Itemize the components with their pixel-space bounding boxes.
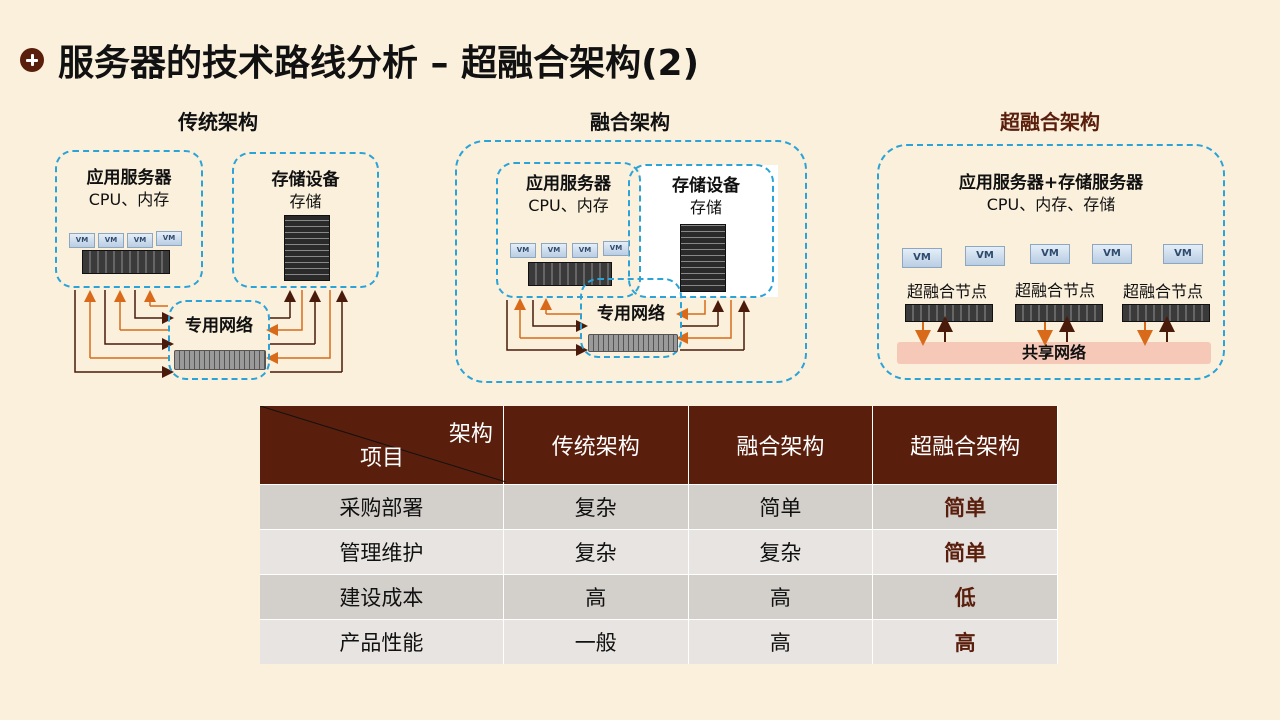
vm-icon: VM (1092, 244, 1132, 264)
row-item: 管理维护 (260, 529, 504, 575)
column-header: 超融合架构 (872, 406, 1058, 485)
traditional-storage-label: 存储设备 存储 (232, 170, 379, 212)
vm-icon: VM (541, 243, 567, 258)
converged-outer-box (455, 140, 807, 383)
traditional-storage-desc: 存储 (289, 192, 322, 211)
vm-icon: VM (127, 233, 153, 248)
converged-app-server-desc: CPU、内存 (528, 196, 609, 215)
hyper-converged-label: 应用服务器+存储服务器 CPU、内存、存储 (877, 173, 1225, 215)
converged-app-server-label: 应用服务器 CPU、内存 (496, 174, 641, 216)
cell: 高 (872, 619, 1058, 664)
table-row: 采购部署 复杂 简单 简单 (260, 484, 1058, 530)
corner-bottom-label: 项目 (360, 446, 405, 471)
cell: 简单 (688, 484, 874, 530)
hyper-node-label: 超融合节点 (1122, 282, 1203, 301)
cell: 复杂 (503, 529, 689, 575)
table-row: 建设成本 高 高 低 (260, 574, 1058, 620)
title-row: 服务器的技术路线分析 – 超融合架构(2) (20, 30, 699, 90)
plus-circle-icon (20, 48, 44, 72)
diagonal-line (260, 406, 506, 482)
table-row: 管理维护 复杂 复杂 简单 (260, 529, 1058, 575)
traditional-network-name: 专用网络 (185, 316, 253, 336)
converged-storage-box (628, 164, 774, 298)
converged-app-server-name: 应用服务器 (526, 174, 611, 194)
page-title: 服务器的技术路线分析 – 超融合架构(2) (58, 43, 700, 84)
shared-network-band: 共享网络 (897, 342, 1211, 364)
network-switch-icon (588, 334, 678, 352)
traditional-storage-name: 存储设备 (271, 170, 340, 190)
vm-icon: VM (572, 243, 598, 258)
traditional-app-server-label: 应用服务器 CPU、内存 (55, 168, 203, 210)
cell: 简单 (872, 529, 1058, 575)
hyper-node-label: 超融合节点 (1014, 281, 1095, 300)
cell: 高 (688, 574, 874, 620)
table-row: 产品性能 一般 高 高 (260, 619, 1058, 664)
hyper-converged-servers-desc: CPU、内存、存储 (986, 195, 1116, 214)
traditional-app-server-desc: CPU、内存 (88, 190, 170, 209)
converged-storage-label: 存储设备 存储 (636, 176, 776, 218)
converged-network-label: 专用网络 (580, 304, 682, 325)
storage-rack-icon (680, 224, 726, 292)
converged-network-name: 专用网络 (597, 304, 665, 324)
hyper-converged-title: 超融合架构 (1000, 110, 1100, 134)
row-item: 产品性能 (260, 619, 504, 664)
hyper-converged-servers-name: 应用服务器+存储服务器 (958, 173, 1144, 193)
cell: 低 (872, 574, 1058, 620)
converged-storage-name: 存储设备 (672, 176, 740, 196)
traditional-app-server-box (55, 150, 203, 288)
converged-title: 融合架构 (590, 110, 670, 134)
table-header-row: 架构 项目 传统架构 融合架构 超融合架构 (260, 406, 1058, 485)
converged-storage-desc: 存储 (689, 198, 722, 217)
column-header: 融合架构 (688, 406, 874, 485)
converged-network-box (580, 278, 682, 358)
cell: 高 (503, 574, 689, 620)
vm-icon: VM (1163, 244, 1203, 264)
traditional-storage-box (232, 152, 379, 288)
server-icon (528, 262, 612, 286)
corner-top-label: 架构 (448, 422, 493, 447)
cell: 一般 (503, 619, 689, 664)
vm-icon: VM (510, 243, 536, 258)
row-item: 建设成本 (260, 574, 504, 620)
traditional-app-server-name: 应用服务器 (86, 168, 172, 188)
vm-icon: VM (156, 231, 182, 246)
traditional-network-box (168, 300, 270, 380)
vm-icon: VM (98, 233, 124, 248)
hyper-node-label: 超融合节点 (906, 282, 987, 301)
comparison-table: 架构 项目 传统架构 融合架构 超融合架构 采购部署 复杂 简单 简单 管理维护… (260, 406, 1058, 664)
table-corner-header: 架构 项目 (260, 406, 506, 485)
vm-icon: VM (69, 233, 95, 248)
vm-icon: VM (965, 246, 1005, 266)
cell: 复杂 (503, 484, 689, 530)
vm-icon: VM (603, 241, 629, 256)
hyper-converged-outer-box (877, 144, 1225, 380)
column-header: 传统架构 (503, 406, 689, 485)
cell: 简单 (872, 484, 1058, 530)
vm-icon: VM (902, 248, 942, 268)
traditional-title: 传统架构 (178, 110, 258, 134)
row-item: 采购部署 (260, 484, 504, 530)
network-switch-icon (174, 350, 266, 370)
converged-app-server-box (496, 162, 641, 298)
cell: 高 (688, 619, 874, 664)
traditional-network-label: 专用网络 (168, 316, 270, 337)
storage-rack-icon (284, 215, 330, 281)
cell: 复杂 (688, 529, 874, 575)
server-icon (82, 250, 170, 274)
vm-icon: VM (1030, 244, 1070, 264)
